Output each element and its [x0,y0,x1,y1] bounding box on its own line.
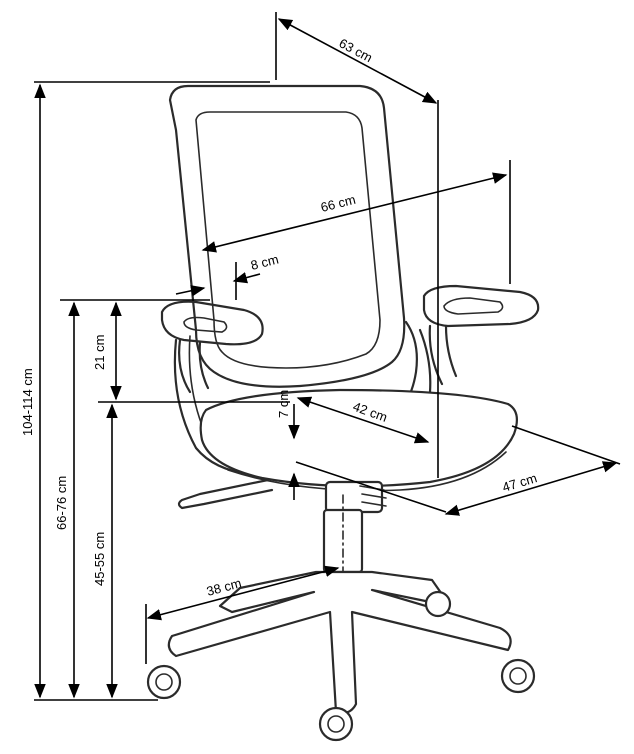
left-armrest-post [178,338,210,394]
label-seat-floor-45-55: 45-55 cm [92,532,107,586]
left-armrest-inner [183,316,228,333]
right-armrest-inner [443,297,504,315]
label-arm-21: 21 cm [92,335,107,370]
caster-left-hub [155,673,173,691]
dim-seat-depth-42 [296,396,430,444]
caster-wheels [146,590,536,742]
dimension-lines [34,12,621,701]
dim-arm-8-left [175,285,206,297]
ext-seat-right [511,425,621,465]
label-arm-floor-66-76: 66-76 cm [54,476,69,530]
backrest-mesh [195,111,381,369]
dim-base-38 [146,565,340,621]
caster-right [500,658,536,694]
caster-right-hub [509,667,527,685]
label-height-104-114: 104-114 cm [20,368,35,436]
base-star [167,570,512,715]
dim-width-66 [201,172,508,253]
tilt-lever [177,478,274,510]
left-support [173,338,252,476]
dim-depth-63 [277,18,438,104]
left-armrest-pad [160,300,264,346]
label-seat-7: 7 cm [276,390,291,418]
label-arm-8: 8 cm [249,252,280,273]
ext-seat-front [295,461,447,513]
dim-arm-8-right [232,272,261,284]
caster-left [146,664,182,700]
dim-seat-width-47 [444,461,618,516]
caster-front-hub [327,715,345,733]
mechanism-block [324,480,384,514]
right-armrest-post [428,324,458,386]
dimension-labels: 63 cm 66 cm 8 cm 21 cm 7 cm 42 cm 47 cm … [20,35,539,598]
right-armrest-pad [422,284,540,328]
label-width-66: 66 cm [319,192,357,215]
caster-front [318,706,354,742]
caster-rear [424,590,452,618]
